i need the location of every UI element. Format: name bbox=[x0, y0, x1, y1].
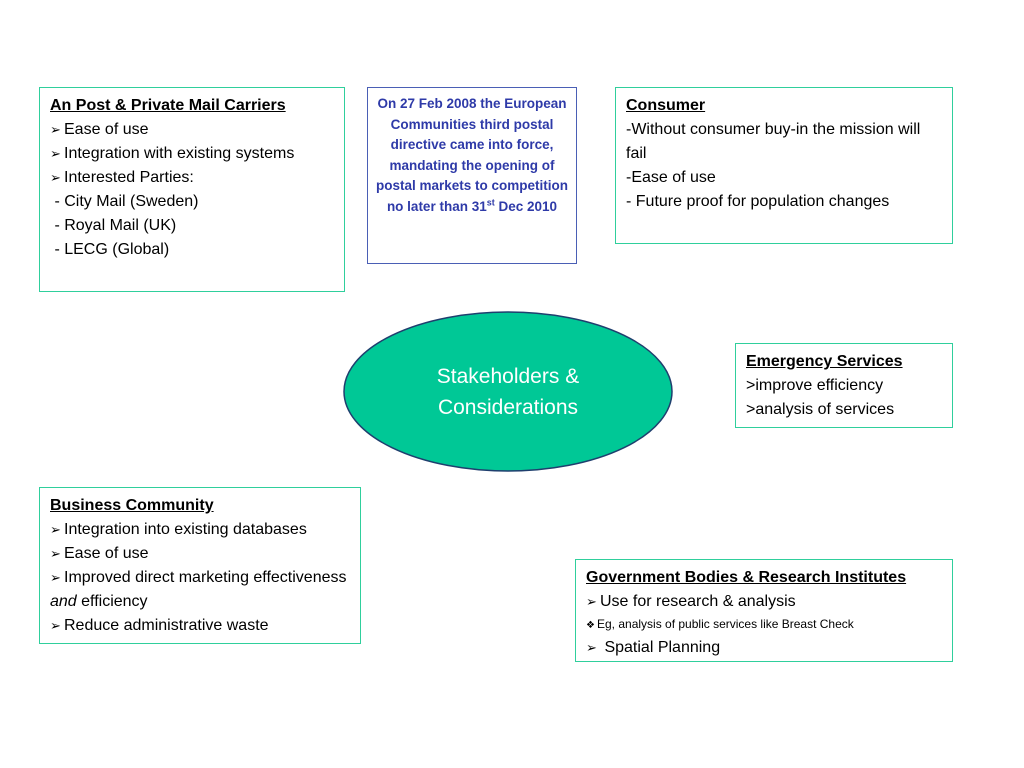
ellipse-shape bbox=[343, 311, 673, 472]
postal-carriers-heading: An Post & Private Mail Carriers bbox=[50, 97, 286, 114]
business-heading: Business Community bbox=[50, 497, 214, 514]
arrow-bullet-icon: ➢ bbox=[50, 170, 61, 185]
list-item-emphasis: and bbox=[50, 593, 77, 610]
emergency-services-box: Emergency Services >improve efficiency >… bbox=[735, 343, 953, 428]
list-item-text: Ease of use bbox=[64, 121, 149, 138]
postal-carriers-box: An Post & Private Mail Carriers ➢Ease of… bbox=[39, 87, 345, 292]
arrow-bullet-icon: ➢ bbox=[50, 570, 61, 585]
arrow-bullet-icon: ➢ bbox=[586, 640, 597, 655]
party-item: - Royal Mail (UK) bbox=[50, 217, 177, 234]
arrow-bullet-icon: ➢ bbox=[50, 522, 61, 537]
list-item: ➢Ease of use bbox=[50, 118, 336, 142]
arrow-bullet-icon: ➢ bbox=[50, 546, 61, 561]
list-item: ➢Integration into existing databases bbox=[50, 518, 352, 542]
directive-superscript: st bbox=[486, 197, 495, 207]
list-item-text: Interested Parties: bbox=[64, 169, 194, 186]
government-heading: Government Bodies & Research Institutes bbox=[586, 569, 907, 586]
list-item: ➢ Spatial Planning bbox=[586, 636, 944, 660]
list-item: >improve efficiency bbox=[746, 377, 884, 394]
list-item-text: Reduce administrative waste bbox=[64, 617, 269, 634]
arrow-bullet-icon: ➢ bbox=[50, 146, 61, 161]
list-item-text: Spatial Planning bbox=[600, 639, 721, 656]
party-item: - City Mail (Sweden) bbox=[50, 193, 199, 210]
list-item-text: Eg, analysis of public services like Bre… bbox=[597, 617, 854, 631]
directive-note-box: On 27 Feb 2008 the European Communities … bbox=[367, 87, 577, 264]
list-item: -Ease of use bbox=[626, 169, 716, 186]
list-item-text: Integration with existing systems bbox=[64, 145, 295, 162]
list-item-text: Integration into existing databases bbox=[64, 521, 307, 538]
list-item: ➢Reduce administrative waste bbox=[50, 614, 352, 638]
arrow-bullet-icon: ➢ bbox=[586, 594, 597, 609]
list-item-text: Ease of use bbox=[64, 545, 149, 562]
list-item: - Future proof for population changes bbox=[626, 193, 890, 210]
business-community-box: Business Community ➢Integration into exi… bbox=[39, 487, 361, 644]
list-item: ➢Use for research & analysis bbox=[586, 590, 944, 614]
list-item: ➢Improved direct marketing effectiveness… bbox=[50, 566, 352, 614]
arrow-bullet-icon: ➢ bbox=[50, 122, 61, 137]
arrow-bullet-icon: ➢ bbox=[50, 618, 61, 633]
central-label: Stakeholders & Considerations bbox=[436, 364, 580, 419]
government-bodies-box: Government Bodies & Research Institutes … bbox=[575, 559, 953, 662]
directive-date-end: Dec 2010 bbox=[494, 198, 558, 214]
party-item: - LECG (Global) bbox=[50, 241, 170, 258]
list-item-text: Use for research & analysis bbox=[600, 593, 796, 610]
list-item: ❖Eg, analysis of public services like Br… bbox=[586, 614, 944, 636]
emergency-heading: Emergency Services bbox=[746, 353, 903, 370]
list-item-text: Improved direct marketing effectiveness bbox=[64, 569, 347, 586]
diamond-bullet-icon: ❖ bbox=[586, 620, 595, 631]
consumer-box: Consumer -Without consumer buy-in the mi… bbox=[615, 87, 953, 244]
list-item: ➢Ease of use bbox=[50, 542, 352, 566]
list-item: -Without consumer buy-in the mission wil… bbox=[626, 121, 921, 162]
central-ellipse: Stakeholders & Considerations bbox=[343, 311, 673, 472]
list-item: ➢Interested Parties: bbox=[50, 166, 336, 190]
list-item: ➢Integration with existing systems bbox=[50, 142, 336, 166]
list-item: >analysis of services bbox=[746, 401, 895, 418]
directive-text: On 27 Feb 2008 the European Communities … bbox=[375, 96, 569, 214]
consumer-heading: Consumer bbox=[626, 97, 706, 114]
list-item-text: efficiency bbox=[76, 593, 148, 610]
